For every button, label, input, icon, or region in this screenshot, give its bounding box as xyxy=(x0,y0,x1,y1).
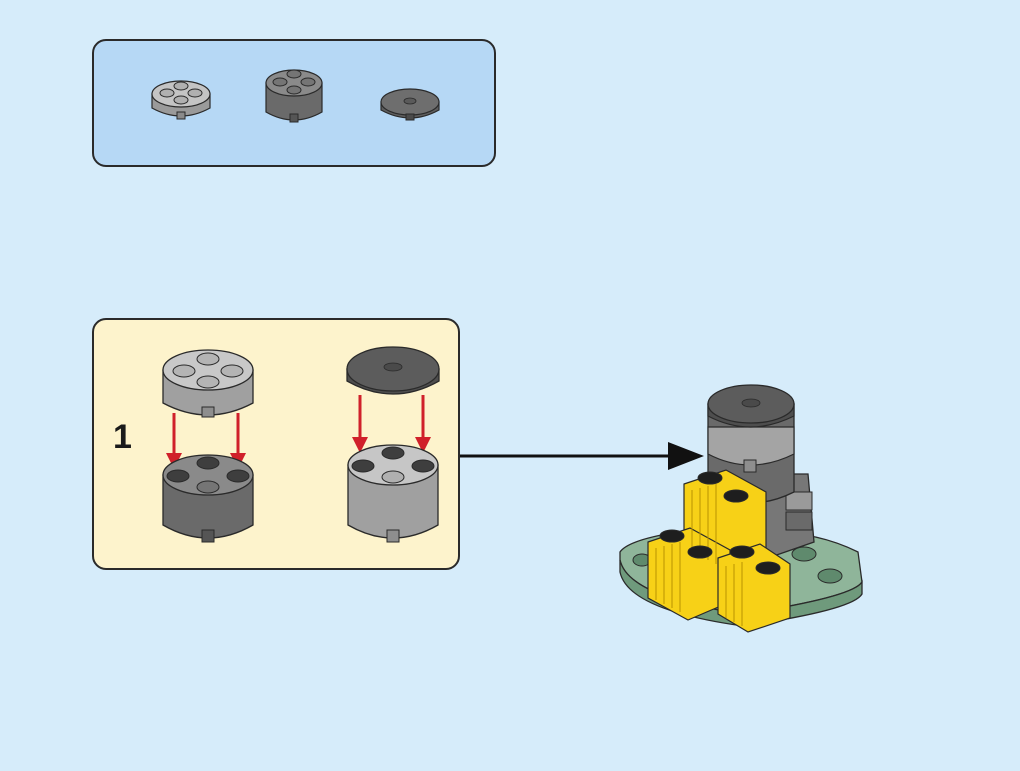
step-number: 1 xyxy=(113,418,132,457)
part-round-brick-dark-gray xyxy=(264,66,324,128)
assembled-model xyxy=(618,382,868,632)
substep-light-over-dark xyxy=(160,345,256,555)
part-round-tile-dark-gray xyxy=(380,86,440,128)
part-round-brick-light-gray xyxy=(150,76,212,126)
substep-tile-over-light xyxy=(345,345,441,555)
